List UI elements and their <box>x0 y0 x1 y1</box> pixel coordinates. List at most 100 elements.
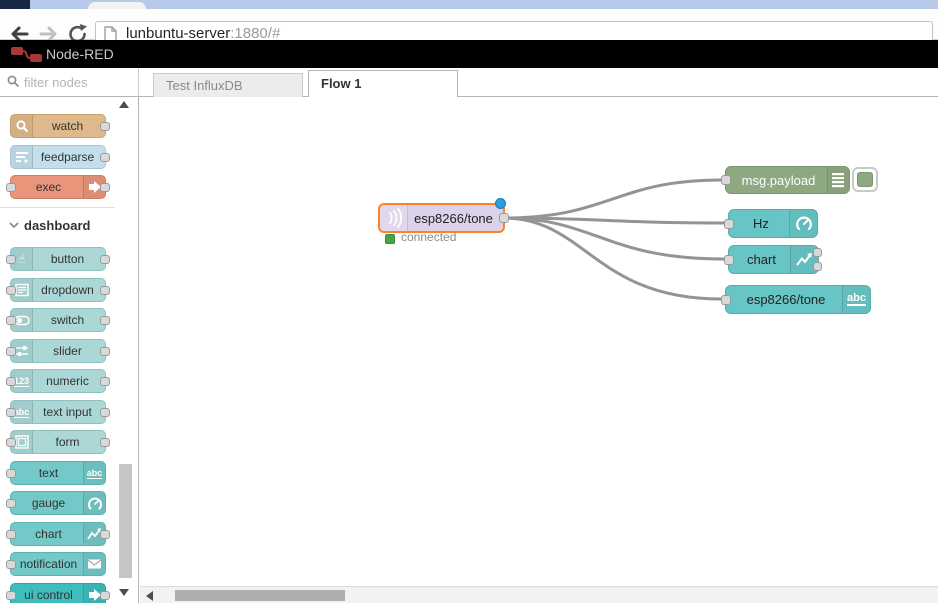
123-icon: 123 <box>11 370 33 392</box>
input-port <box>6 286 16 295</box>
palette-node-gauge[interactable]: gauge <box>6 491 106 515</box>
node-msg-payload-debug[interactable]: msg.payload <box>721 166 850 194</box>
palette-scrollbar-thumb[interactable] <box>119 464 132 578</box>
palette-scroll-down-arrow[interactable] <box>119 589 129 596</box>
node-palette: watch feedparse exec dashboard ☝ button <box>0 97 139 603</box>
browser-tabstrip <box>0 0 938 9</box>
input-port[interactable] <box>724 219 734 229</box>
node-label: msg.payload <box>741 172 816 188</box>
input-port[interactable] <box>724 255 734 265</box>
palette-node-label: form <box>55 435 80 449</box>
palette-node-exec[interactable]: exec <box>6 175 110 199</box>
palette-node-label: dropdown <box>41 283 94 297</box>
palette-node-label: exec <box>35 180 62 194</box>
input-port[interactable] <box>721 295 731 305</box>
output-port-2[interactable] <box>813 262 822 271</box>
palette-node-ui-control[interactable]: ui control <box>6 583 110 603</box>
palette-divider <box>0 207 115 208</box>
palette-category-dashboard[interactable]: dashboard <box>0 216 138 236</box>
tab-flow-1[interactable]: Flow 1 <box>308 70 458 97</box>
horizontal-scrollbar-thumb[interactable] <box>175 590 345 601</box>
filter-nodes-input[interactable] <box>24 71 132 93</box>
list-box-icon <box>11 279 33 301</box>
back-button[interactable] <box>7 22 31 46</box>
magnifier-icon <box>11 115 33 137</box>
input-port <box>6 316 16 325</box>
palette-node-label: chart <box>35 527 62 541</box>
palette-node-text[interactable]: abc text <box>6 461 106 485</box>
palette-node-slider[interactable]: slider <box>6 339 110 363</box>
input-port[interactable] <box>721 175 731 185</box>
output-port <box>100 153 110 162</box>
canvas-horizontal-scrollbar[interactable] <box>140 586 938 603</box>
wire[interactable] <box>502 216 726 261</box>
palette-search[interactable] <box>0 68 139 96</box>
palette-node-notification[interactable]: notification <box>6 552 106 576</box>
node-hz-gauge[interactable]: Hz <box>724 209 818 238</box>
broadcast-waves-icon <box>380 205 408 231</box>
scroll-left-arrow[interactable] <box>146 591 153 601</box>
browser-tab-curve <box>88 2 146 9</box>
refresh-button[interactable] <box>66 22 90 46</box>
wire[interactable] <box>502 216 726 225</box>
node-esp8266-tone-mqtt-in[interactable]: esp8266/tone <box>378 198 509 233</box>
url-text: lunbuntu-server:1880/# <box>126 22 280 45</box>
arrow-icon <box>83 584 105 603</box>
sliders-icon <box>11 340 33 362</box>
palette-node-label: watch <box>51 119 84 133</box>
node-chart[interactable]: chart <box>724 245 822 274</box>
palette-node-switch[interactable]: switch <box>6 308 110 332</box>
debug-toggle-button[interactable] <box>852 167 878 192</box>
palette-node-dropdown[interactable]: dropdown <box>6 278 110 302</box>
palette-node-button[interactable]: ☝ button <box>6 247 110 271</box>
url-host: lunbuntu-server <box>126 25 231 42</box>
node-label: chart <box>747 252 776 267</box>
palette-node-form[interactable]: form <box>6 430 110 454</box>
abc-icon: abc <box>11 401 33 423</box>
output-port <box>100 530 110 539</box>
palette-node-label: slider <box>53 344 82 358</box>
output-port <box>100 377 110 386</box>
palette-node-text-input[interactable]: abc text input <box>6 400 110 424</box>
output-port <box>100 255 110 264</box>
node-label: esp8266/tone <box>414 210 493 226</box>
forward-arrow-icon <box>39 26 57 42</box>
palette-scroll-up-arrow[interactable] <box>119 101 129 108</box>
back-arrow-icon <box>11 26 29 42</box>
wires-layer <box>502 178 726 301</box>
palette-node-chart[interactable]: chart <box>6 522 110 546</box>
output-port <box>100 286 110 295</box>
output-port <box>100 183 110 192</box>
palette-node-watch[interactable]: watch <box>10 114 110 138</box>
envelope-icon <box>83 553 105 575</box>
url-suffix: :1880/# <box>230 25 281 42</box>
wire[interactable] <box>502 216 723 301</box>
feed-icon <box>11 146 33 168</box>
output-port <box>100 316 110 325</box>
output-port[interactable] <box>499 213 509 223</box>
palette-node-label: feedparse <box>40 150 95 164</box>
flow-canvas[interactable]: esp8266/tone connected msg.payload Hz <box>140 97 938 586</box>
input-port <box>6 438 16 447</box>
app-header: Node-RED <box>0 40 938 68</box>
palette-node-numeric[interactable]: 123 numeric <box>6 369 110 393</box>
forward-button[interactable] <box>37 22 61 46</box>
output-port <box>100 408 110 417</box>
abc-icon: abc <box>83 462 105 484</box>
palette-node-label: ui control <box>24 588 73 602</box>
palette-node-label: numeric <box>46 374 89 388</box>
palette-node-label: text <box>38 466 59 480</box>
status-dot <box>385 234 395 244</box>
input-port <box>6 255 16 264</box>
output-port <box>100 347 110 356</box>
tab-test-influxdb[interactable]: Test InfluxDB <box>153 73 303 97</box>
palette-node-label: button <box>50 252 85 266</box>
palette-node-feedparse[interactable]: feedparse <box>10 145 110 169</box>
wire[interactable] <box>502 178 724 220</box>
input-port <box>6 469 16 478</box>
hand-pointer-icon: ☝ <box>11 248 33 270</box>
node-esp8266-tone-text[interactable]: abc esp8266/tone <box>721 285 871 314</box>
output-port-1[interactable] <box>813 248 822 257</box>
input-port <box>6 499 16 508</box>
